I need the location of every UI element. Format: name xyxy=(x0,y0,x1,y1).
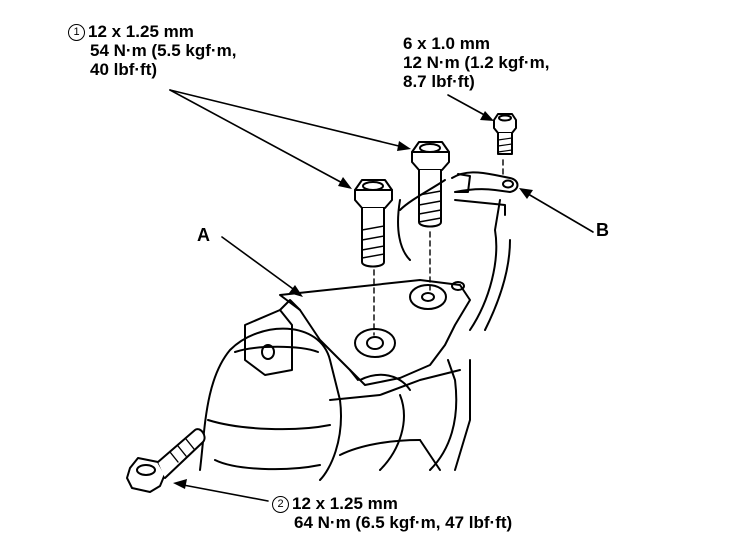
callout-number-2: 2 xyxy=(272,496,289,513)
bolt-1-size-text: 12 x 1.25 mm xyxy=(88,22,194,41)
bolt-6mm xyxy=(493,113,517,155)
bolt-12mm-left xyxy=(354,179,393,268)
engine-body xyxy=(199,199,511,481)
leader-lines xyxy=(169,89,594,502)
bolt-12mm-lower xyxy=(126,428,206,493)
label-a: A xyxy=(197,225,210,245)
callout-bolt-small-torque-1: 12 N·m (1.2 kgf·m, xyxy=(403,53,550,72)
callout-bolt-1-torque-2: 40 lbf·ft) xyxy=(90,60,158,79)
callout-bolt-1-torque-1: 54 N·m (5.5 kgf·m, xyxy=(90,41,237,60)
callout-number-1: 1 xyxy=(68,24,85,41)
callout-bolt-2-torque-1: 64 N·m (6.5 kgf·m, 47 lbf·ft) xyxy=(294,513,513,532)
label-b: B xyxy=(596,220,609,240)
alignment-lines xyxy=(373,159,504,336)
callout-bolt-small: 6 x 1.0 mm 12 N·m (1.2 kgf·m, 8.7 lbf·ft… xyxy=(403,34,549,91)
callout-bolt-small-size: 6 x 1.0 mm xyxy=(403,34,490,53)
mount-bracket-a xyxy=(244,279,471,386)
bolt-12mm-right xyxy=(411,141,450,228)
callout-bolt-small-torque-2: 8.7 lbf·ft) xyxy=(403,72,475,91)
ground-terminal-b xyxy=(399,171,519,216)
bolt-2-size-text: 12 x 1.25 mm xyxy=(292,494,398,513)
